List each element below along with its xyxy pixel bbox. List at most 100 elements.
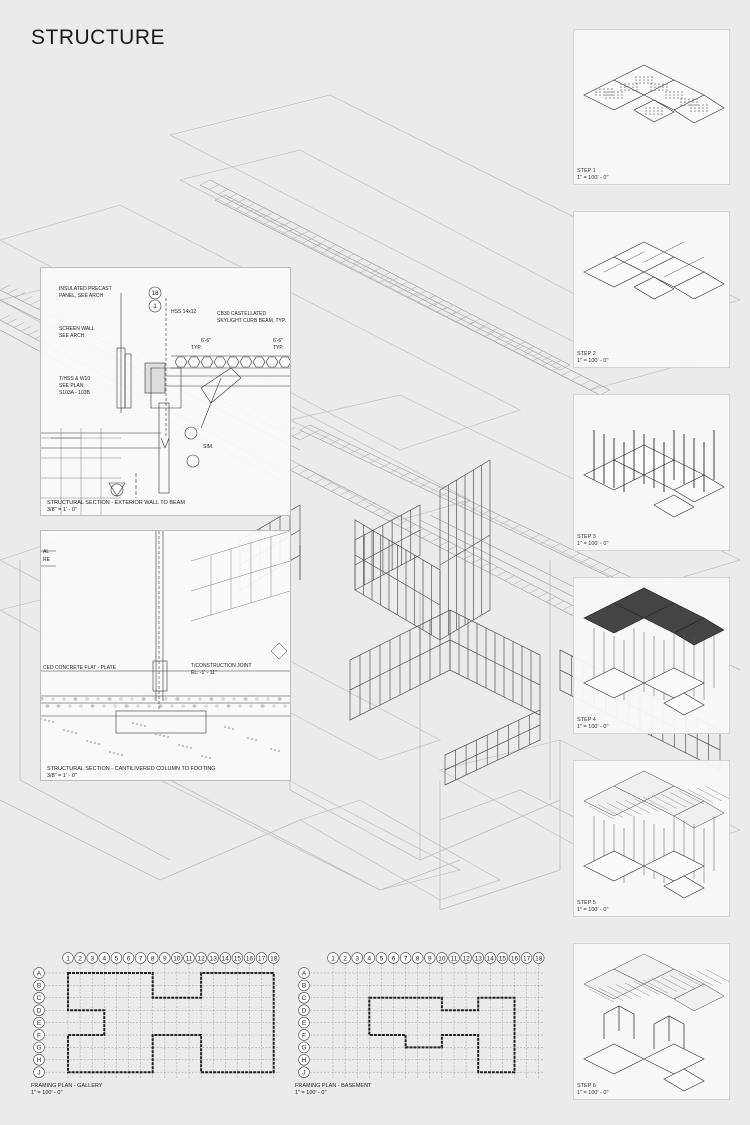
note-dim-1: 6'-6" [201, 338, 211, 344]
grid-row-label: H [302, 1057, 307, 1064]
note-joint: T/CONSTRUCTION JOINT [191, 663, 252, 669]
plan-title: FRAMING PLAN - GALLERY [31, 1083, 103, 1089]
step-scale: 1" = 100' - 0" [577, 357, 609, 364]
section-column-drawing [41, 531, 290, 760]
note-tos-3: S103A - 103B [59, 390, 90, 396]
grid-column-bubble [255, 952, 268, 964]
grid-bubble-1: 1 [153, 303, 157, 310]
grid-row-bubble [298, 1016, 310, 1029]
step-title: STEP 2 [577, 351, 596, 357]
grid-row-bubble [33, 1004, 45, 1016]
caption-scale: 3/8" = 1' - 0" [47, 773, 77, 779]
caption-title: STRUCTURAL SECTION - EXTERIOR WALL TO BE… [47, 500, 185, 506]
page-title: STRUCTURE [31, 26, 165, 49]
note-dim-2: 6'-6" [273, 338, 283, 344]
plan-basement-caption: FRAMING PLAN - BASEMENT 1" = 100' - 0" [295, 1083, 371, 1097]
grid-column-bubble [219, 952, 232, 964]
grid-row-label: E [302, 1020, 307, 1027]
grid-row-label: A [302, 970, 307, 977]
grid-column-label: 12 [197, 955, 205, 962]
note-slab: CED CONCRETE FLAT - PLATE [43, 665, 117, 671]
grid-column-bubble [460, 952, 472, 964]
grid-column-bubble [496, 952, 509, 964]
grid-row-label: B [302, 983, 306, 990]
caption-scale: 3/8" = 1' - 0" [47, 507, 77, 513]
plan-gallery-caption: FRAMING PLAN - GALLERY 1" = 100' - 0" [31, 1083, 102, 1097]
grid-column-bubble [339, 952, 351, 964]
note-dim-1b: TYP. [191, 345, 202, 351]
grid-column-label: 13 [210, 955, 218, 962]
grid-row-label: D [37, 1008, 42, 1015]
note-joint-2: EL: -1' - 11" [191, 670, 217, 676]
grid-column-label: 3 [355, 955, 359, 962]
grid-column-bubble [183, 952, 195, 964]
step-scale: 1" = 100' - 0" [577, 723, 609, 730]
step-title: STEP 6 [577, 1083, 596, 1089]
grid-column-label: 10 [438, 955, 446, 962]
grid-column-label: 1 [331, 955, 335, 962]
grid-row-bubble [33, 992, 45, 1004]
grid-column-bubble [171, 952, 183, 964]
grid-column-bubble [472, 952, 484, 964]
step-4-diagram [583, 587, 725, 716]
grid-column-bubble [207, 952, 219, 964]
plan-title: FRAMING PLAN - BASEMENT [295, 1083, 372, 1089]
note-left-1: AL [43, 549, 50, 555]
grid-row-label: E [37, 1020, 42, 1027]
grid-row-label: D [302, 1008, 307, 1015]
grid-column-bubble [520, 952, 533, 964]
grid-column-label: 18 [270, 955, 278, 962]
grid-column-label: 17 [258, 955, 266, 962]
grid-column-bubble [448, 952, 460, 964]
grid-column-bubble [327, 952, 339, 964]
grid-row-label: F [302, 1032, 306, 1039]
grid-row-bubble [298, 1041, 310, 1054]
step-scale: 1" = 100' - 0" [577, 540, 609, 547]
grid-column-bubble [387, 952, 400, 964]
note-tos: T/HSS & W10 [59, 376, 91, 382]
grid-column-bubble [268, 952, 280, 964]
section-exterior-wall-panel: 18 1 INSULATED PRECAST PANEL, SEE ARCH S… [40, 267, 291, 516]
grid-row-bubble [298, 992, 310, 1004]
grid-column-label: 5 [380, 955, 384, 962]
grid-column-label: 1 [66, 955, 70, 962]
grid-row-bubble [33, 979, 45, 992]
grid-column-label: 11 [186, 955, 193, 962]
grid-column-bubble [243, 952, 256, 964]
grid-row-bubble [33, 1016, 45, 1029]
grid-column-label: 14 [487, 955, 495, 962]
grid-row-bubble [33, 967, 45, 979]
grid-column-bubble [134, 952, 147, 964]
grid-column-label: 6 [392, 955, 396, 962]
grid-row-bubble [33, 1029, 45, 1041]
grid-column-bubble [508, 952, 521, 964]
grid-column-bubble [86, 952, 98, 964]
caption-title: STRUCTURAL SECTION - CANTILIVERED COLUMN… [47, 766, 216, 772]
step-scale: 1" = 100' - 0" [577, 906, 609, 913]
grid-column-label: 5 [115, 955, 119, 962]
grid-column-label: 4 [367, 955, 371, 962]
grid-row-label: F [37, 1032, 41, 1039]
grid-row-label: C [302, 995, 307, 1002]
grid-column-label: 2 [78, 955, 82, 962]
step-title: STEP 3 [577, 534, 596, 540]
grid-column-label: 9 [163, 955, 167, 962]
grid-row-label: G [301, 1045, 306, 1052]
grid-column-bubble [98, 952, 111, 964]
grid-column-label: 14 [222, 955, 230, 962]
step-title: STEP 1 [577, 168, 596, 174]
section-exterior-caption: STRUCTURAL SECTION - EXTERIOR WALL TO BE… [47, 500, 185, 514]
grid-column-label: 13 [475, 955, 483, 962]
grid-column-bubble [411, 952, 424, 964]
grid-column-bubble [436, 952, 448, 964]
step-1-diagram [583, 64, 725, 124]
grid-row-bubble [298, 967, 310, 979]
grid-column-bubble [146, 952, 159, 964]
grid-column-label: 6 [127, 955, 131, 962]
